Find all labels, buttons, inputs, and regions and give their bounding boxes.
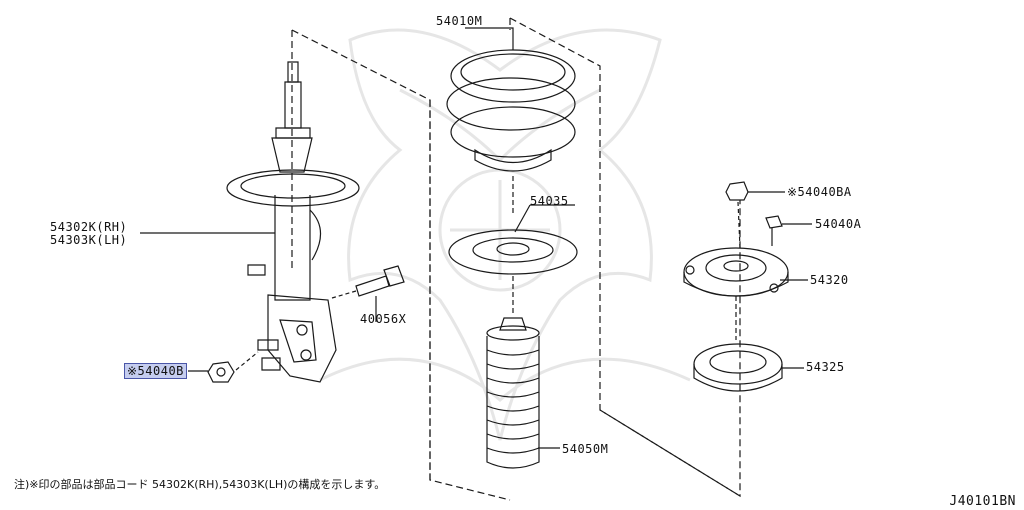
label-coil-spring: 54010M: [436, 14, 483, 28]
lower-nut: [207, 351, 259, 383]
spring-dashed-box: [429, 17, 741, 501]
bearing: [693, 343, 783, 392]
label-bearing: 54325: [806, 360, 845, 374]
spring-seat: [448, 229, 578, 316]
label-strut-lh: 54303K(LH): [50, 233, 128, 247]
label-mount-bolt: 54040A: [815, 217, 862, 231]
label-strut-mount: 54320: [810, 273, 849, 287]
label-spring-seat: 54035: [530, 194, 569, 208]
label-bound-bumper: 54050M: [562, 442, 609, 456]
label-upper-nut: ※54040BA: [787, 185, 852, 199]
strut-mount: [683, 247, 789, 340]
label-knuckle-bolt: 40056X: [360, 312, 407, 326]
mount-dashed-box: [599, 409, 741, 497]
watermark-emblem: [319, 28, 691, 441]
knuckle-bolt: [331, 265, 405, 299]
bound-bumper: [486, 317, 540, 469]
strut-dashed-box: [291, 29, 431, 480]
strut-assembly: [226, 61, 360, 383]
diagram-code: J40101BN: [949, 494, 1016, 509]
footnote: 注)※印の部品は部品コード 54302K(RH),54303K(LH)の構成を示…: [14, 478, 386, 491]
label-strut-rh: 54302K(RH): [50, 220, 128, 234]
upper-nut: [725, 181, 749, 249]
mount-bolt: [765, 215, 783, 246]
label-lower-nut-highlighted[interactable]: ※54040B: [124, 363, 187, 379]
